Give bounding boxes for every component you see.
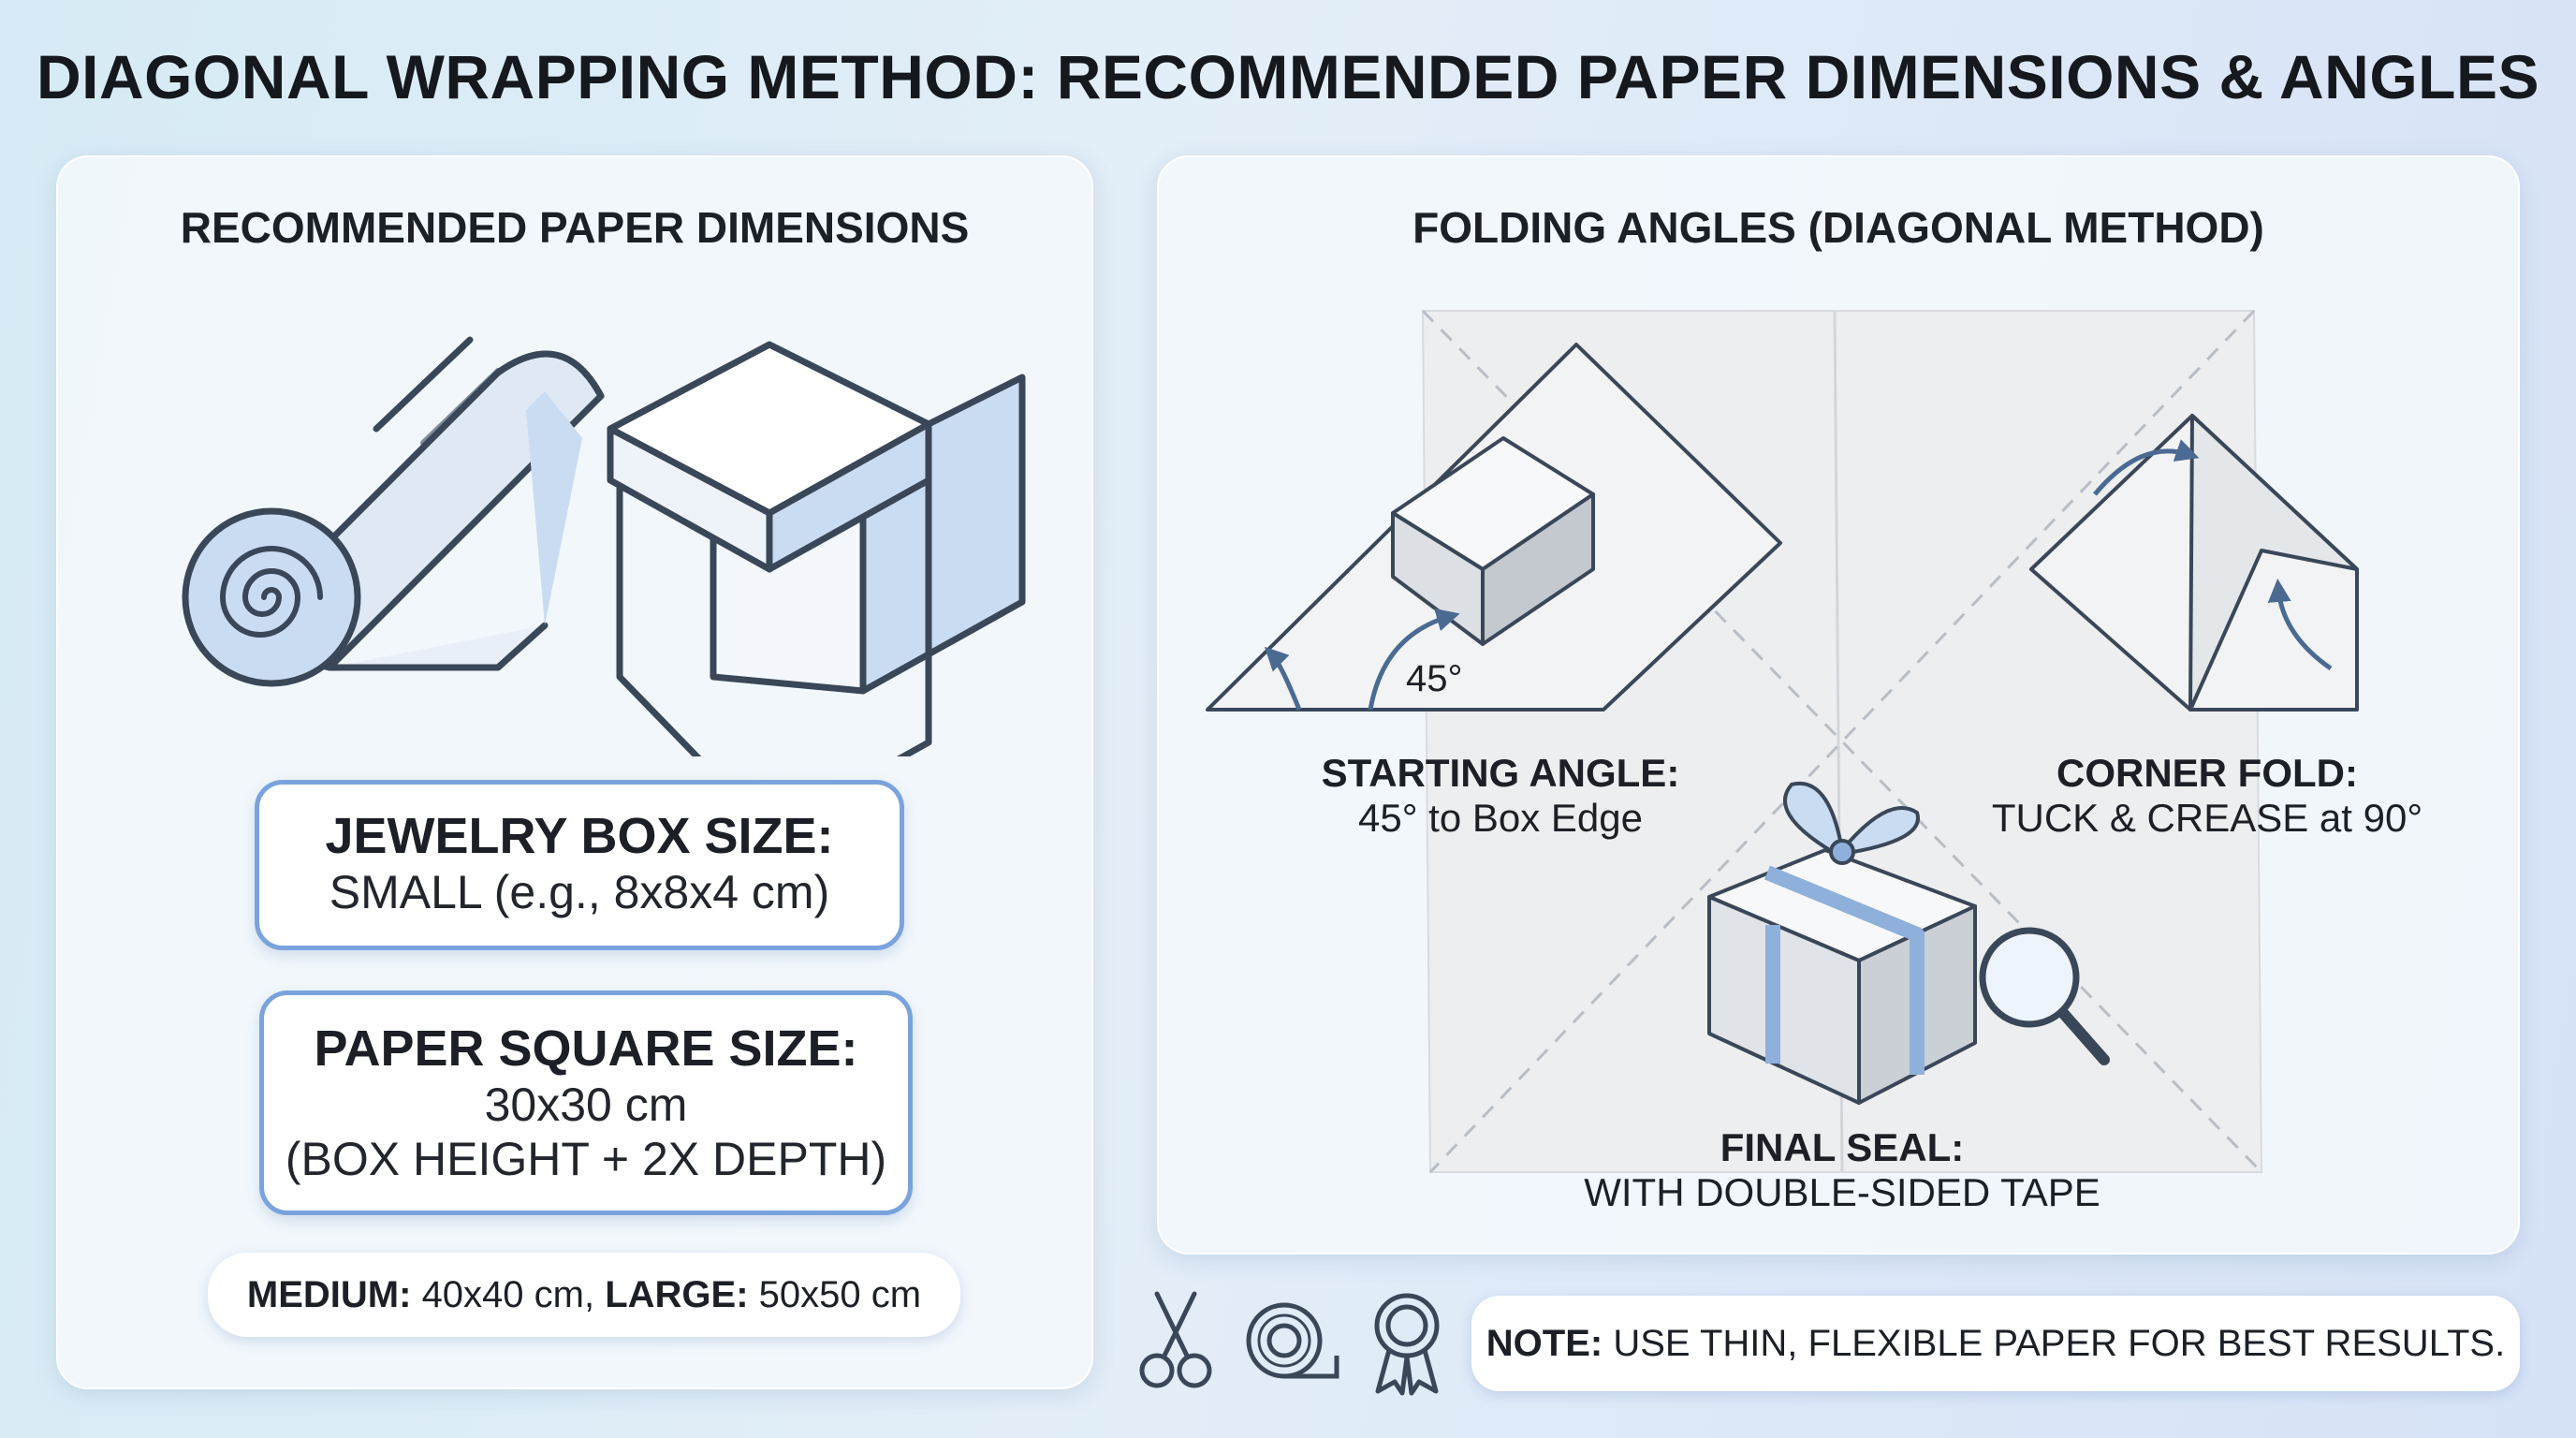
final-seal-text: WITH DOUBLE-SIDED TAPE bbox=[1584, 1170, 2100, 1214]
tape-icon bbox=[1246, 1302, 1339, 1379]
large-size-label: LARGE: bbox=[605, 1274, 749, 1315]
note-label: NOTE: bbox=[1486, 1323, 1603, 1364]
jewelry-box-size-value: SMALL (e.g., 8x8x4 cm) bbox=[329, 866, 830, 918]
final-seal-title: FINAL SEAL: bbox=[1720, 1125, 1965, 1169]
starting-angle-illustration bbox=[1206, 343, 1782, 712]
jewelry-box-size-label: JEWELRY BOX SIZE: bbox=[325, 808, 834, 864]
paper-square-size-label: PAPER SQUARE SIZE: bbox=[314, 1020, 858, 1077]
starting-angle-caption: STARTING ANGLE: 45° to Box Edge bbox=[1281, 751, 1720, 841]
folding-diagram: 45° bbox=[1206, 309, 2359, 1174]
paper-square-size-value: 30x30 cm bbox=[484, 1078, 688, 1131]
paper-square-size-card: PAPER SQUARE SIZE: 30x30 cm (BOX HEIGHT … bbox=[259, 990, 913, 1215]
paper-roll-icon bbox=[182, 336, 605, 687]
large-size-value: 50x50 cm bbox=[758, 1274, 922, 1315]
starting-angle-title: STARTING ANGLE: bbox=[1321, 751, 1680, 795]
dimensions-illustration bbox=[182, 336, 1026, 756]
folding-angles-panel: FOLDING ANGLES (DIAGONAL METHOD) 45° bbox=[1157, 155, 2520, 1255]
corner-fold-illustration bbox=[2029, 414, 2359, 712]
corner-fold-text: TUCK & CREASE at 90° bbox=[1991, 796, 2423, 840]
paper-dimensions-heading: RECOMMENDED PAPER DIMENSIONS bbox=[180, 203, 970, 252]
note-text: USE THIN, FLEXIBLE PAPER FOR BEST RESULT… bbox=[1613, 1323, 2506, 1364]
note-pill: NOTE: USE THIN, FLEXIBLE PAPER FOR BEST … bbox=[1471, 1296, 2520, 1391]
scissors-icon bbox=[1139, 1291, 1212, 1388]
gift-box-illustration bbox=[1707, 781, 2110, 1105]
page-title: DIAGONAL WRAPPING METHOD: RECOMMENDED PA… bbox=[36, 42, 2540, 111]
other-sizes-pill: MEDIUM: 40x40 cm, LARGE: 50x50 cm bbox=[208, 1253, 960, 1337]
corner-fold-caption: CORNER FOLD: TUCK & CREASE at 90° bbox=[1954, 751, 2460, 841]
corner-fold-title: CORNER FOLD: bbox=[2056, 751, 2358, 795]
paper-square-formula: (BOX HEIGHT + 2X DEPTH) bbox=[285, 1133, 887, 1185]
angle-45-label: 45° bbox=[1406, 658, 1463, 699]
starting-angle-text: 45° to Box Edge bbox=[1357, 796, 1643, 840]
final-seal-caption: FINAL SEAL: WITH DOUBLE-SIDED TAPE bbox=[1561, 1125, 2123, 1215]
medium-size-value: 40x40 cm, bbox=[421, 1274, 595, 1315]
folding-angles-heading: FOLDING ANGLES (DIAGONAL METHOD) bbox=[1412, 203, 2264, 252]
box-icon bbox=[607, 341, 1026, 756]
paper-dimensions-panel: RECOMMENDED PAPER DIMENSIONS JEWELRY BOX… bbox=[56, 155, 1093, 1389]
award-ribbon-icon bbox=[1374, 1293, 1440, 1396]
jewelry-box-size-card: JEWELRY BOX SIZE: SMALL (e.g., 8x8x4 cm) bbox=[255, 780, 904, 950]
medium-size-label: MEDIUM: bbox=[246, 1274, 412, 1315]
